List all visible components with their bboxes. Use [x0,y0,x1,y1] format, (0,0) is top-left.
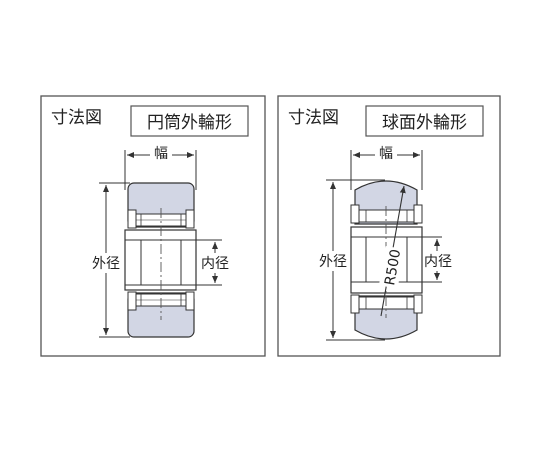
panel-cylindrical-section-label: 寸法図 [51,108,102,128]
inner-diameter-label: 内径 [201,256,229,272]
width-label-bg [150,143,172,161]
outer-diameter-label: 外径 [92,256,120,272]
radius-label: R500 [382,248,404,287]
outer-label-bg [86,253,126,273]
panel-cylindrical-type-label: 円筒外輪形 [147,113,232,133]
panel-cylindrical: 寸法図 円筒外輪形 幅 外径 内径 [40,95,266,357]
sph-outer-label-bg [313,251,353,271]
roller-top [127,209,195,229]
inner-label-bg [195,253,235,273]
panel-spherical-type-box [365,105,484,137]
panel-spherical: 寸法図 球面外輪形 幅 外径 内径 [277,95,501,357]
panel-cylindrical-type-box [130,105,249,137]
sph-width-label-bg [375,143,397,161]
panel-spherical-type-label: 球面外輪形 [382,113,467,133]
panel-spherical-section-label: 寸法図 [288,108,339,128]
sph-roller-bottom [350,294,423,314]
sph-width-label: 幅 [379,146,393,162]
sph-roller-top [350,204,423,224]
inner-ring [124,229,197,291]
width-label: 幅 [154,146,168,162]
sph-outer-diameter-label: 外径 [319,254,347,270]
radius-label-group: R500 [378,245,405,289]
sph-inner-label-bg [418,251,458,271]
sph-inner-diameter-label: 内径 [424,254,452,270]
